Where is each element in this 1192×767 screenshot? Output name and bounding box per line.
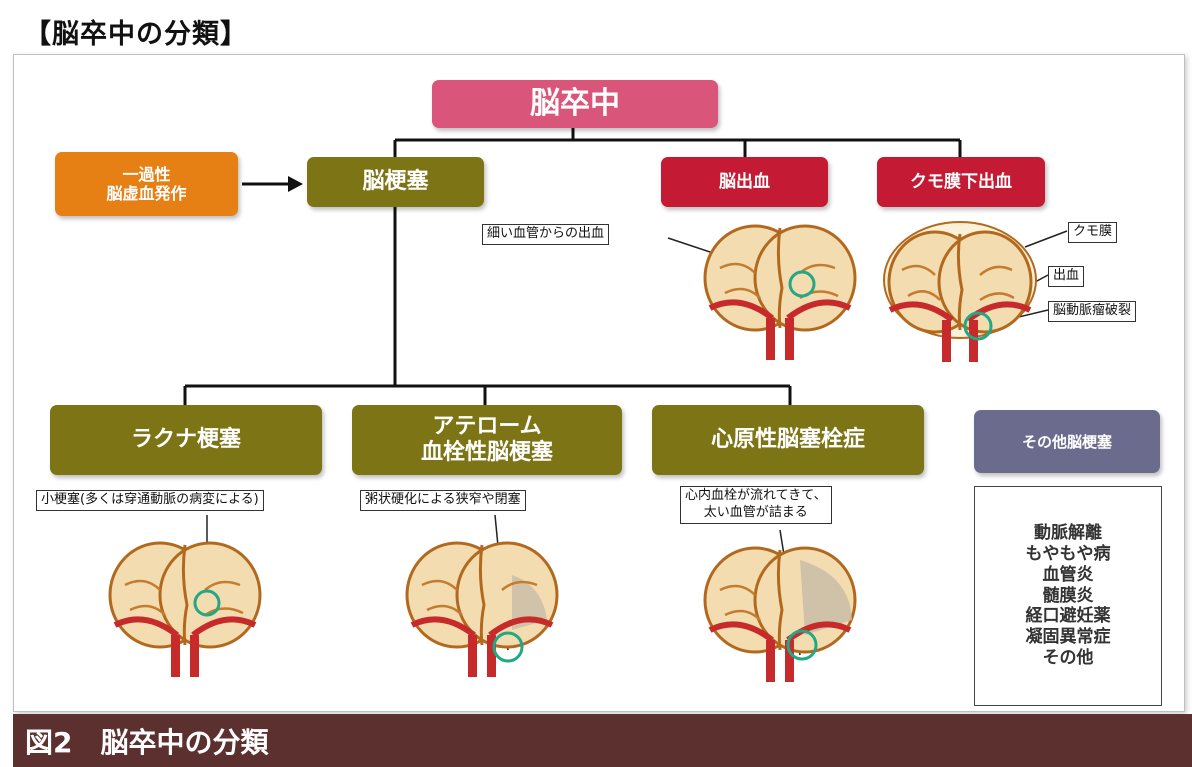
page-title: 【脳卒中の分類】 [24,19,248,50]
tia-box: 一過性 脳虚血発作 [55,152,238,216]
arachnoid-label: クモ膜 [1068,222,1118,243]
cardio-note: 心内血栓が流れてきて、 太い血管が詰まる [680,486,832,524]
tia-label-line1: 一過性 [122,164,171,184]
cardio-box: 心原性脳塞栓症 [652,405,924,475]
sah-box: クモ膜下出血 [877,157,1045,207]
infarction-box: 脳梗塞 [307,157,484,207]
cardio-note-line2: 太い血管が詰まる [703,504,808,520]
hemorrhage-box: 脳出血 [661,157,828,207]
infarction-label: 脳梗塞 [362,168,429,194]
figure-caption-bar: 図2 脳卒中の分類 [13,714,1192,767]
athero-label-line2: 血栓性脳梗塞 [420,440,553,465]
lacunar-note: 小梗塞(多くは穿通動脈の病変による) [36,490,264,511]
root-stroke-box: 脳卒中 [432,80,718,128]
athero-label-line1: アテローム [432,413,542,439]
other-causes-list: 動脈解離 もやもや病 血管炎 髄膜炎 経口避妊薬 凝固異常症 その他 [974,486,1162,706]
other-cause-item: 凝固異常症 [1025,627,1111,648]
cardio-note-line1: 心内血栓が流れてきて、 [685,488,827,503]
other-box: その他脳梗塞 [974,410,1160,473]
other-cause-item: 動脈解離 [1034,523,1102,544]
root-stroke-label: 脳卒中 [530,86,620,121]
lacunar-label: ラクナ梗塞 [130,426,241,452]
athero-note: 粥状硬化による狭窄や閉塞 [360,490,526,511]
other-cause-item: 髄膜炎 [1042,585,1094,606]
other-label: その他脳梗塞 [1021,432,1112,451]
aneurysm-label: 脳動脈瘤破裂 [1048,301,1137,322]
hemorrhage-label: 脳出血 [719,171,770,192]
athero-box: アテローム 血栓性脳梗塞 [352,405,622,475]
brain-atherothrombotic-illustration [405,541,559,677]
other-cause-item: 経口避妊薬 [1025,606,1111,627]
figure-number: 図2 [25,725,73,759]
figure-caption: 脳卒中の分類 [100,725,269,759]
brain-hemorrhage-illustration [703,224,857,360]
other-cause-item: その他 [1042,647,1094,668]
lacunar-box: ラクナ梗塞 [50,405,322,475]
brain-lacunar-illustration [108,541,262,677]
brain-cardioembolic-illustration [703,546,857,682]
brain-sah-illustration [883,221,1037,362]
tia-label-line2: 脳虚血発作 [106,184,187,203]
other-cause-item: 血管炎 [1042,564,1094,585]
hemorrhage-note: 細い血管からの出血 [482,224,610,245]
bleed-label: 出血 [1048,266,1085,287]
other-cause-item: もやもや病 [1025,544,1111,565]
sah-label: クモ膜下出血 [910,171,1012,192]
cardio-label: 心原性脳塞栓症 [710,426,865,452]
